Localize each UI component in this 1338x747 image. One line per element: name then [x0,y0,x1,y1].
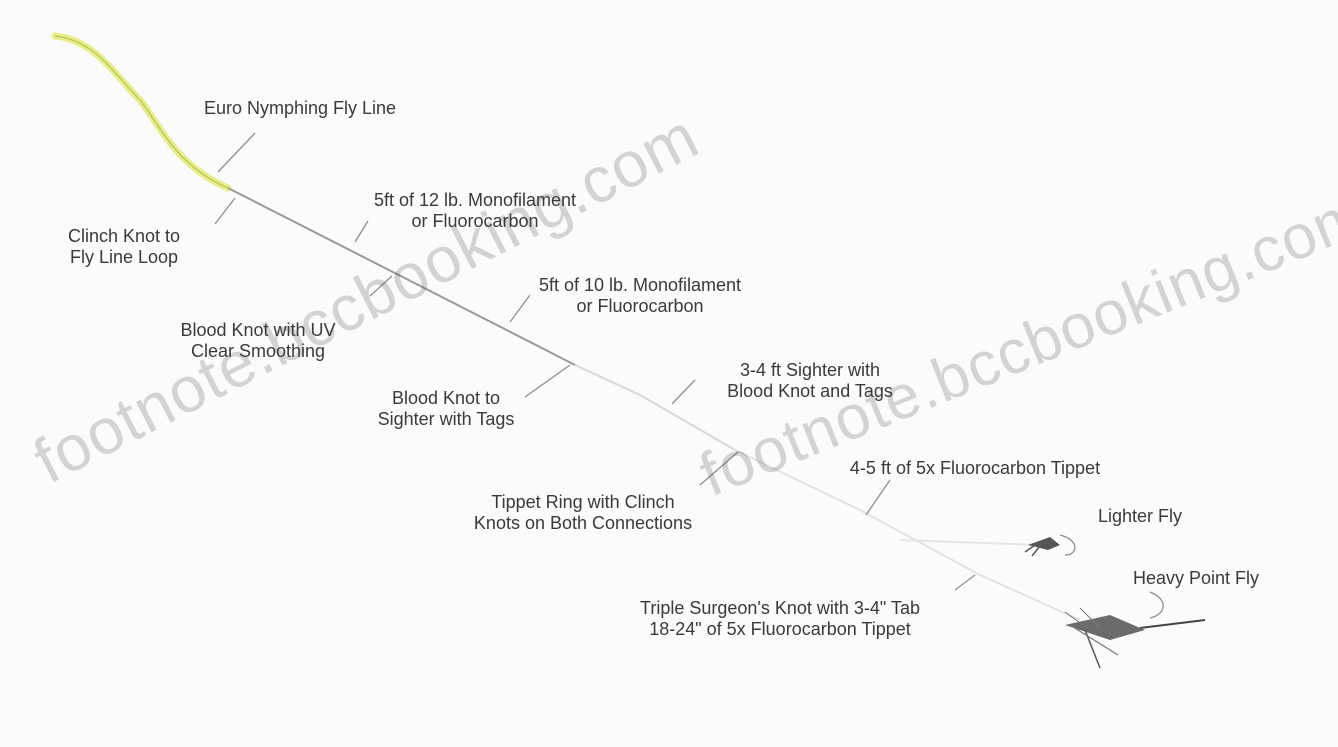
pointer-surgeons [954,574,976,591]
pointer-lighter-fly [1059,534,1076,556]
pointer-sighter [671,379,696,405]
pointer-fly-line [217,132,256,173]
label-mono-12: 5ft of 12 lb. Monofilament or Fluorocarb… [373,190,577,231]
dropper-line [899,539,1041,546]
fly-line [51,32,232,192]
label-surgeons: Triple Surgeon's Knot with 3-4" Tab 18-2… [640,598,920,639]
label-fly-line: Euro Nymphing Fly Line [203,98,397,118]
pointer-clinch [214,197,236,225]
heavy-point-fly-icon [1064,607,1206,669]
label-point-fly: Heavy Point Fly [1132,568,1260,588]
sighter-line [574,364,736,451]
label-blood-uv: Blood Knot with UV Clear Smoothing [180,320,336,361]
label-tippet-ring: Tippet Ring with Clinch Knots on Both Co… [473,492,693,533]
pointer-mono10 [509,294,531,323]
label-lighter-fly: Lighter Fly [1097,506,1183,526]
pointer-mono12 [354,220,369,243]
label-blood-sighter: Blood Knot to Sighter with Tags [377,388,515,429]
pointer-tippet-5x [865,479,891,516]
pointer-point-fly [1149,591,1164,619]
label-mono-10: 5ft of 10 lb. Monofilament or Fluorocarb… [538,275,742,316]
fly-line-core [54,35,229,189]
label-clinch-loop: Clinch Knot to Fly Line Loop [67,226,181,267]
lighter-fly-icon [1024,537,1060,557]
pointer-blood-sighter [524,364,571,398]
pointer-blood-uv [369,275,393,297]
leader-line [227,187,576,366]
label-tippet-5x: 4-5 ft of 5x Fluorocarbon Tippet [849,458,1101,478]
tippet-line [734,449,1081,621]
pointer-tippet-ring [699,451,739,486]
label-sighter: 3-4 ft Sighter with Blood Knot and Tags [727,360,893,401]
